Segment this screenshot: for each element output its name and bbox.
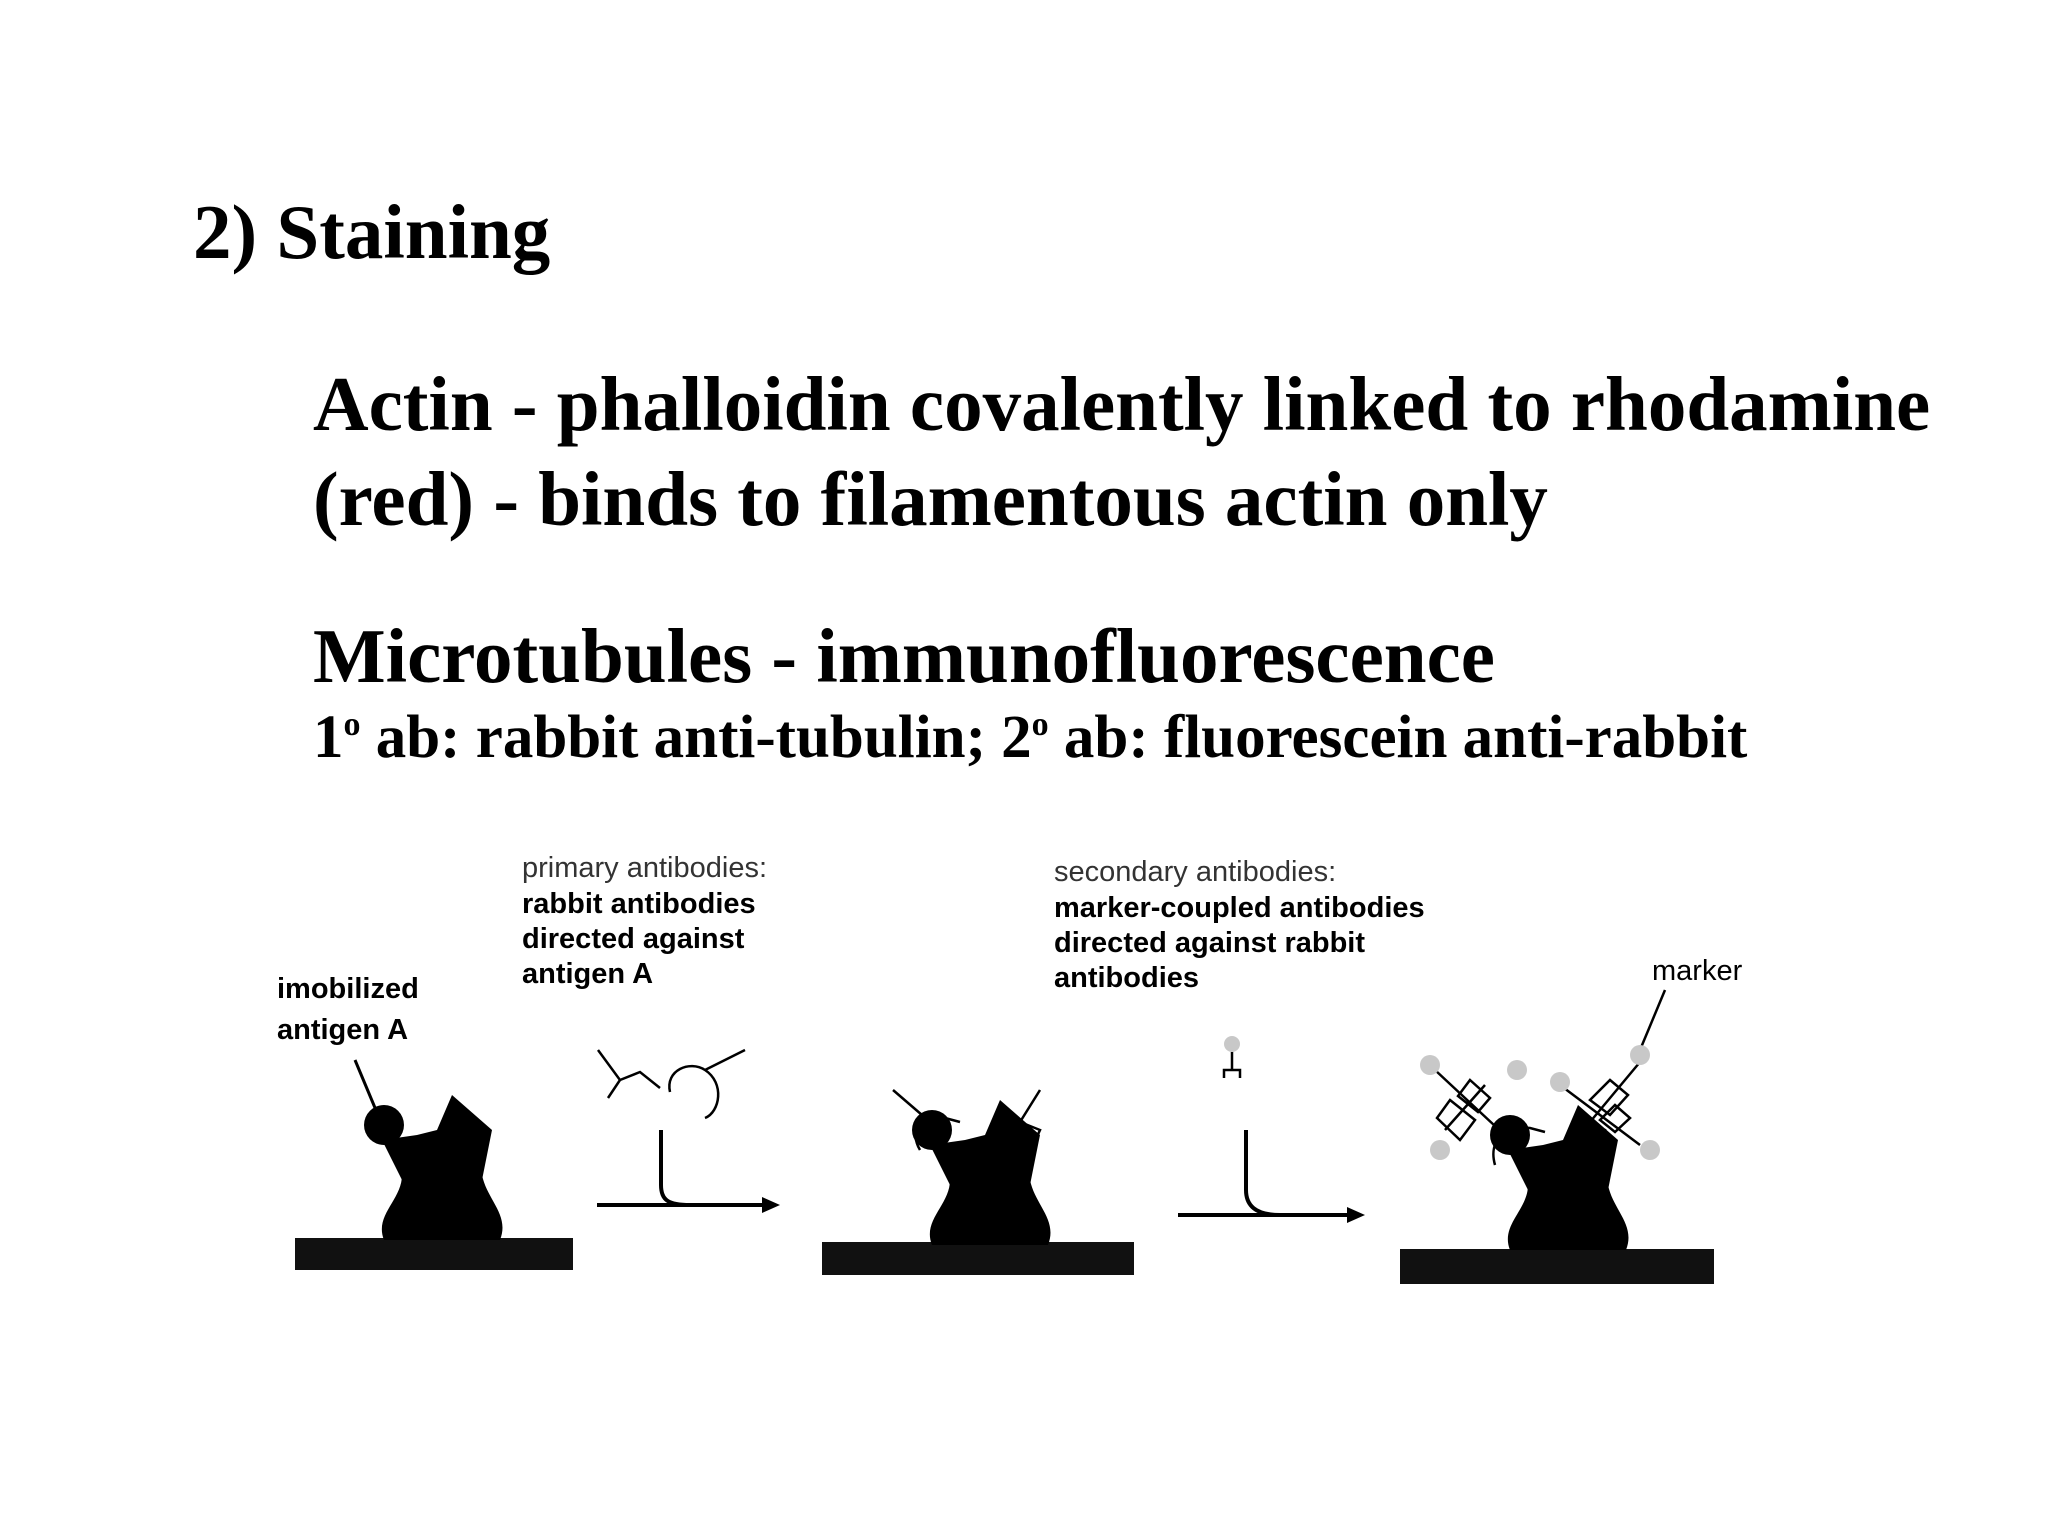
antigen-pointer-line bbox=[353, 1059, 380, 1116]
secondary-label-line-1: secondary antibodies: bbox=[1054, 856, 1336, 888]
antigen-molecule-1 bbox=[364, 1095, 503, 1240]
antigen-label: imobilized antigen A bbox=[277, 973, 419, 1046]
marker-dot bbox=[1640, 1140, 1660, 1160]
marker-dot bbox=[1420, 1055, 1440, 1075]
microtubules-heading: Microtubules - immunofluorescence bbox=[313, 613, 1495, 699]
actin-description-line-2: (red) - binds to filamentous actin only bbox=[313, 456, 1548, 542]
panel-immobilized-antigen: imobilized antigen A bbox=[277, 973, 573, 1270]
primary-antibody-y-shape bbox=[596, 1049, 661, 1099]
marker-pointer-line bbox=[1638, 989, 1667, 1051]
panel-antigen-with-secondary: marker bbox=[1400, 955, 1743, 1284]
surface-bar-3 bbox=[1400, 1249, 1714, 1284]
actin-description-line-1: Actin - phalloidin covalently linked to … bbox=[313, 361, 1931, 447]
bound-primary-antibody-right-3 bbox=[1564, 1118, 1607, 1156]
primary-label-line-4: antigen A bbox=[522, 958, 653, 990]
free-secondary-antibody bbox=[1222, 1036, 1242, 1078]
surface-bar-1 bbox=[295, 1238, 573, 1270]
secondary-antibody-left bbox=[1434, 1069, 1511, 1142]
primary-degree-superscript: o bbox=[343, 706, 361, 743]
secondary-antibody-text: ab: fluorescein anti-rabbit bbox=[1048, 704, 1748, 771]
secondary-antibodies-label: secondary antibodies: marker-coupled ant… bbox=[1054, 856, 1425, 994]
antigen-label-line-1: imobilized bbox=[277, 973, 419, 1005]
free-marker-dot bbox=[1224, 1036, 1240, 1052]
secondary-label-line-2: marker-coupled antibodies bbox=[1054, 892, 1425, 924]
primary-label-line-3: directed against bbox=[522, 923, 745, 955]
marker-dot bbox=[1507, 1060, 1527, 1080]
bound-primary-antibody-right bbox=[986, 1089, 1042, 1153]
primary-label-line-2: rabbit antibodies bbox=[522, 888, 756, 920]
marker-label: marker bbox=[1652, 955, 1743, 987]
reaction-arrow-1 bbox=[597, 1130, 780, 1213]
immunofluorescence-diagram: imobilized antigen A primary antibodies:… bbox=[277, 852, 1743, 1284]
free-primary-antibodies bbox=[596, 1048, 746, 1120]
primary-label-line-1: primary antibodies: bbox=[522, 852, 767, 884]
panel-antigen-with-primary bbox=[822, 1089, 1134, 1275]
marker-dots bbox=[1420, 1045, 1660, 1160]
secondary-antibody-number: 2 bbox=[1001, 704, 1032, 771]
antibody-description: 1o ab: rabbit anti-tubulin; 2o ab: fluor… bbox=[313, 703, 1747, 773]
marker-dot bbox=[1430, 1140, 1450, 1160]
surface-bar-2 bbox=[822, 1242, 1134, 1275]
secondary-antibody-right bbox=[1559, 1061, 1641, 1146]
primary-antibody-cup-shape bbox=[668, 1048, 746, 1120]
antigen-label-line-2: antigen A bbox=[277, 1014, 408, 1046]
bound-primary-antibody-left bbox=[892, 1089, 961, 1151]
secondary-label-line-4: antibodies bbox=[1054, 962, 1199, 994]
primary-antibody-number: 1 bbox=[313, 704, 344, 771]
reaction-arrow-2 bbox=[1178, 1130, 1365, 1223]
marker-dot bbox=[1550, 1072, 1570, 1092]
marker-dot bbox=[1630, 1045, 1650, 1065]
section-title: 2) Staining bbox=[193, 189, 551, 275]
primary-antibody-text: ab: rabbit anti-tubulin; bbox=[360, 704, 1002, 771]
primary-antibodies-label: primary antibodies: rabbit antibodies di… bbox=[522, 852, 767, 990]
antigen-molecule-2 bbox=[912, 1100, 1051, 1245]
secondary-degree-superscript: o bbox=[1031, 706, 1049, 743]
secondary-label-line-3: directed against rabbit bbox=[1054, 927, 1365, 959]
